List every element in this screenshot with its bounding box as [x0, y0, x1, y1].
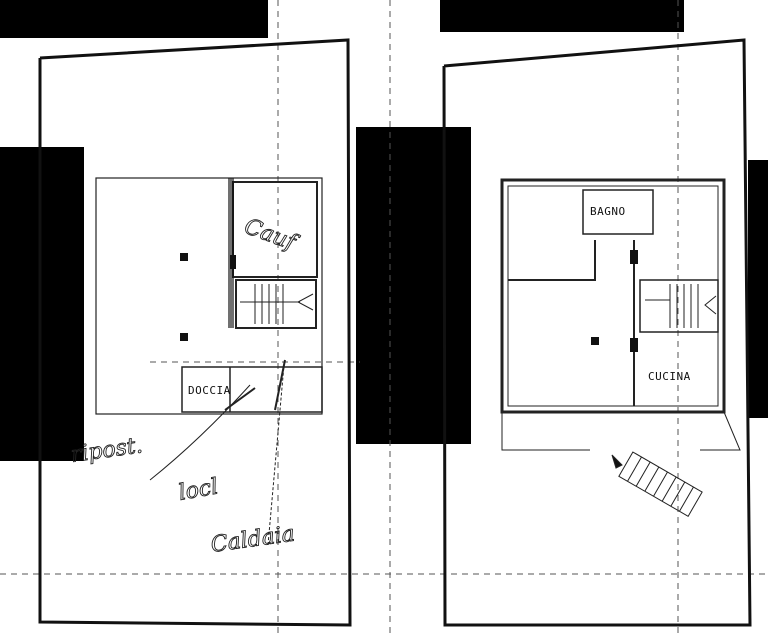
- annotation-locl: locl: [177, 474, 220, 506]
- annotation-caldaia: Caldaia: [209, 521, 296, 557]
- annotation-cauf: Cauf: [241, 214, 302, 257]
- room-label-doccia: DOCCIA: [188, 384, 231, 397]
- redaction-block: [440, 0, 684, 32]
- left-sheet-border: [38, 38, 352, 627]
- redactions: [0, 0, 768, 461]
- right-floor-plan: [500, 178, 741, 517]
- left-floor-plan: [95, 177, 323, 546]
- redaction-block: [0, 0, 268, 38]
- right-sheet-border: [442, 38, 752, 627]
- redaction-block: [0, 147, 84, 461]
- redaction-block: [356, 127, 471, 444]
- redaction-block: [748, 160, 768, 418]
- room-label-cucina: CUCINA: [648, 370, 691, 383]
- room-label-bagno: BAGNO: [590, 205, 626, 218]
